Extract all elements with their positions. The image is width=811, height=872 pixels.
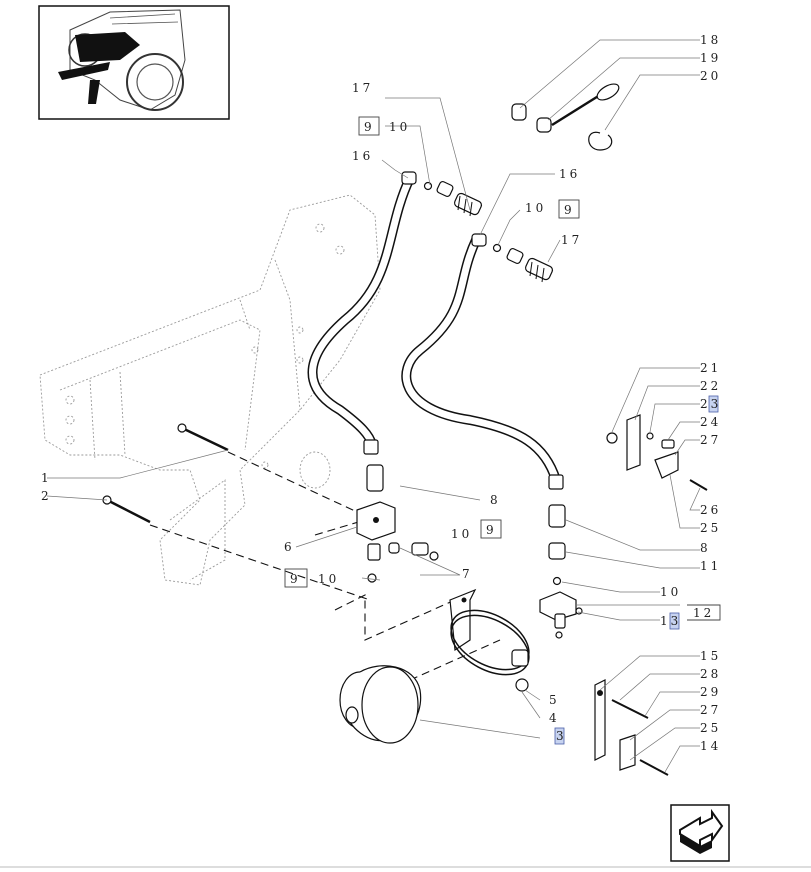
hose-left[interactable] <box>307 171 417 455</box>
tractor-frame-outline <box>39 194 381 586</box>
callout-labels: 1 2 6 9 10 7 8 10 9 17 9 10 16 16 10 9 1… <box>41 33 721 753</box>
label-27a: 27 <box>700 433 721 447</box>
reference-boxes <box>284 116 721 745</box>
label-10d: 10 <box>318 572 339 586</box>
label-24: 24 <box>700 415 721 429</box>
label-9c: 9 <box>290 572 301 586</box>
label-17b: 17 <box>561 233 582 247</box>
label-21: 21 <box>700 361 721 375</box>
tractor-thumbnail <box>38 5 230 120</box>
bolt-1[interactable] <box>177 423 229 452</box>
next-page-button[interactable] <box>670 804 730 862</box>
label-7: 7 <box>462 567 473 581</box>
label-25b: 25 <box>700 721 721 735</box>
label-6: 6 <box>284 540 295 554</box>
label-5: 5 <box>549 693 560 707</box>
label-11: 11 <box>700 559 721 573</box>
label-10e: 10 <box>660 585 681 599</box>
label-17a: 17 <box>352 81 373 95</box>
label-16b: 16 <box>559 167 580 181</box>
leader-lines <box>46 39 701 773</box>
label-10c: 10 <box>451 527 472 541</box>
label-26: 26 <box>700 503 721 517</box>
label-25a: 25 <box>700 521 721 535</box>
bolt-2[interactable] <box>102 495 151 524</box>
fitting-set-upper-right[interactable] <box>492 243 554 283</box>
label-3a: 3 <box>556 729 567 743</box>
label-9d: 9 <box>564 203 575 217</box>
label-29: 29 <box>700 685 721 699</box>
fitting-set-upper-left[interactable] <box>423 180 483 217</box>
label-19: 19 <box>700 51 721 65</box>
arrow-icon <box>679 808 724 854</box>
label-2: 2 <box>41 489 52 503</box>
bracket-lower-right[interactable] <box>594 679 669 776</box>
label-8a: 8 <box>490 493 501 507</box>
hose-right[interactable] <box>401 233 564 490</box>
label-9b: 9 <box>486 523 497 537</box>
label-8b: 8 <box>700 541 711 555</box>
label-23: 23 <box>700 397 721 411</box>
label-9a: 9 <box>364 120 375 134</box>
label-14: 14 <box>700 739 721 753</box>
dust-caps[interactable] <box>511 81 621 151</box>
clamp-bracket[interactable] <box>441 588 539 692</box>
tee-fitting-assembly[interactable] <box>539 504 583 639</box>
label-10b: 10 <box>525 201 546 215</box>
bracket-upper-right[interactable] <box>606 414 708 491</box>
label-18: 18 <box>700 33 721 47</box>
accumulator[interactable] <box>339 665 422 744</box>
label-20: 20 <box>700 69 721 83</box>
label-4: 4 <box>549 711 560 725</box>
label-10a: 10 <box>389 120 410 134</box>
label-12: 12 <box>693 606 714 620</box>
label-16a: 16 <box>352 149 373 163</box>
label-27b: 27 <box>700 703 721 717</box>
assembly-lines <box>149 451 501 681</box>
label-15: 15 <box>700 649 721 663</box>
label-13: 13 <box>660 614 681 628</box>
valve-block[interactable] <box>356 464 439 583</box>
label-1: 1 <box>41 471 52 485</box>
label-22: 22 <box>700 379 721 393</box>
label-28: 28 <box>700 667 721 681</box>
